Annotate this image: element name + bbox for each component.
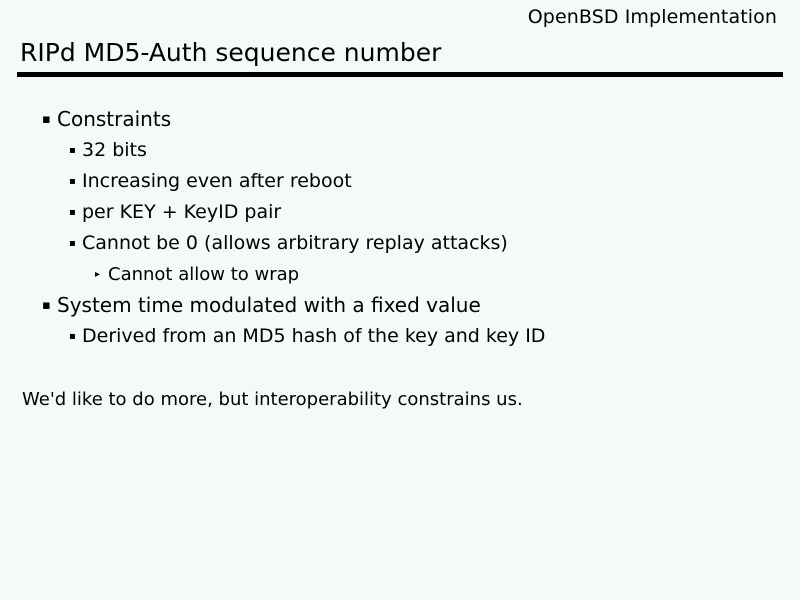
- slide-header-label: OpenBSD Implementation: [527, 6, 777, 28]
- list-item-label: per KEY + KeyID pair: [82, 201, 282, 223]
- square-bullet-icon: ▪: [69, 176, 76, 187]
- closing-note: We'd like to do more, but interoperabili…: [22, 389, 523, 410]
- page-title: RIPd MD5-Auth sequence number: [20, 38, 442, 67]
- square-bullet-icon: ▪: [69, 331, 76, 342]
- list-item-label: Increasing even after reboot: [82, 170, 352, 192]
- square-bullet-icon: ▪: [69, 145, 76, 156]
- list-item-label: Cannot be 0 (allows arbitrary replay att…: [82, 232, 508, 254]
- list-item-label: Cannot allow to wrap: [108, 264, 300, 285]
- list-item-label: Constraints: [57, 107, 172, 131]
- list-item: ▪ per KEY + KeyID pair: [0, 197, 800, 228]
- list-item: ▪ Derived from an MD5 hash of the key and…: [0, 321, 800, 352]
- list-item-label: 32 bits: [82, 139, 147, 161]
- list-item: ▸ Cannot allow to wrap: [0, 259, 800, 290]
- list-item-label: Derived from an MD5 hash of the key and …: [82, 325, 546, 347]
- square-bullet-icon: ▪: [42, 298, 51, 313]
- list-item: ▪ Constraints: [0, 104, 800, 135]
- list-item: ▪ Cannot be 0 (allows arbitrary replay at…: [0, 228, 800, 259]
- title-divider: [17, 72, 783, 77]
- list-item: ▪ 32 bits: [0, 135, 800, 166]
- list-item-label: System time modulated with a fixed value: [57, 293, 481, 317]
- triangle-bullet-icon: ▸: [95, 269, 101, 280]
- square-bullet-icon: ▪: [69, 207, 76, 218]
- bullet-list: ▪ Constraints ▪ 32 bits ▪ Increasing even aft…: [0, 104, 800, 352]
- list-item: ▪ Increasing even after reboot: [0, 166, 800, 197]
- square-bullet-icon: ▪: [69, 238, 76, 249]
- list-item: ▪ System time modulated with a fixed valu…: [0, 290, 800, 321]
- square-bullet-icon: ▪: [42, 112, 51, 127]
